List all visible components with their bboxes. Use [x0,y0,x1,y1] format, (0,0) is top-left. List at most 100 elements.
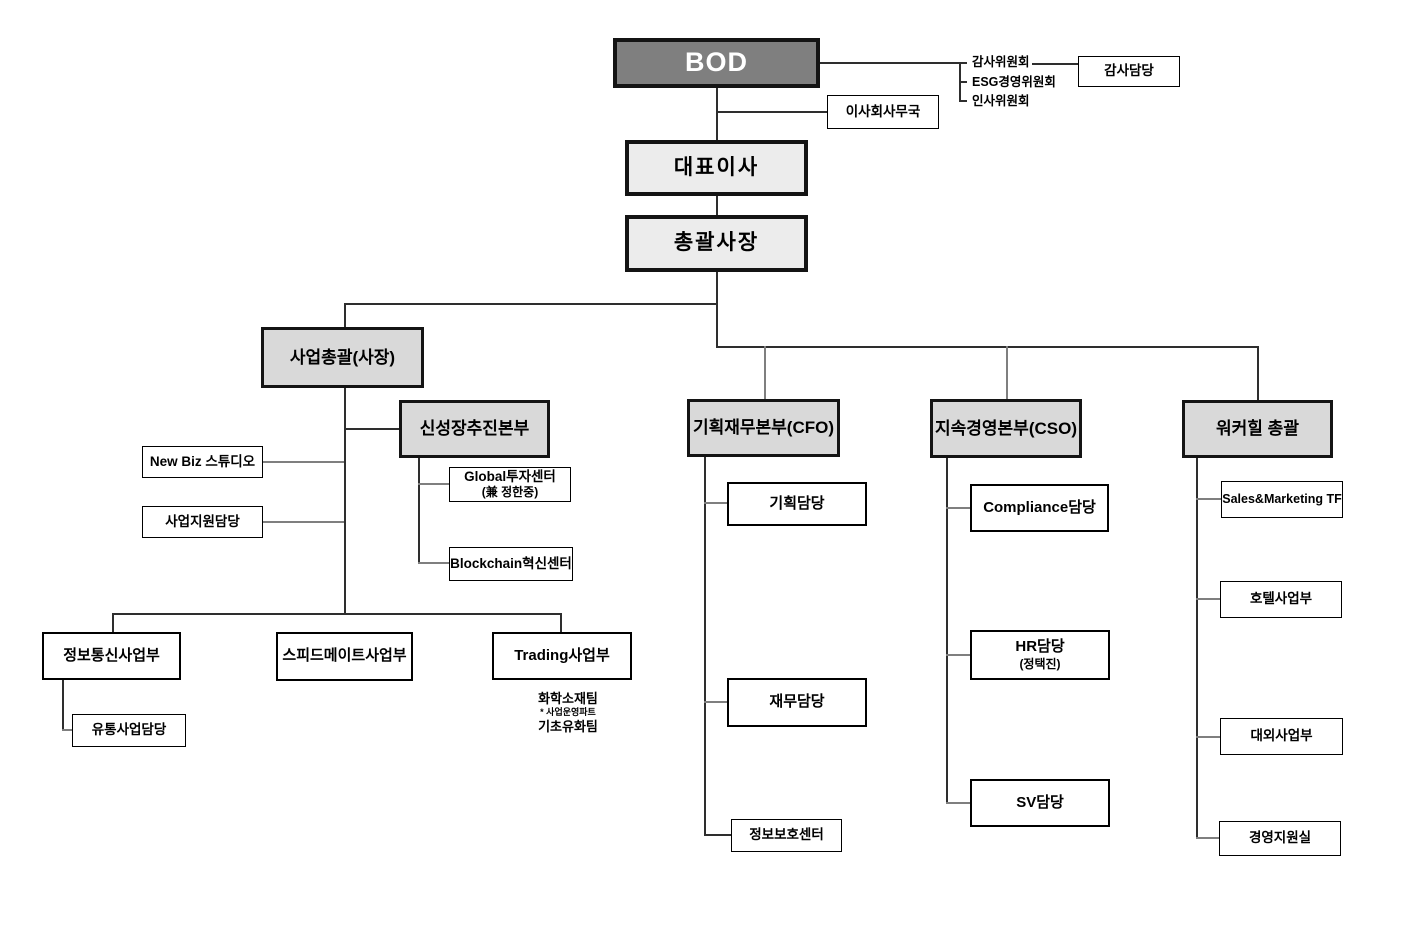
node-walkerhill: 워커힐 총괄 [1182,400,1333,458]
connector [418,458,420,564]
node-distribution: 유통사업담당 [72,714,186,747]
node-speedmate-label: 스피드메이트사업부 [282,647,407,665]
label-esg-committee: ESG경영위원회 [972,75,1056,89]
node-global-investment-sublabel: (兼 정한중) [481,485,539,500]
node-audit-staff: 감사담당 [1078,56,1180,87]
label-trading-team-chem: 화학소재팀 [538,691,598,706]
connector [112,613,114,632]
node-business-head: 사업총괄(사장) [261,327,424,388]
node-biz-support: 사업지원담당 [142,506,263,538]
node-audit-staff-label: 감사담당 [1104,63,1154,79]
node-hotel: 호텔사업부 [1220,581,1342,618]
connector [1006,346,1008,399]
node-sv: SV담당 [970,779,1110,827]
node-hr-label: HR담당 [1015,638,1065,656]
node-mgmt-support: 경영지원실 [1219,821,1341,856]
connector [704,834,731,836]
node-hotel-label: 호텔사업부 [1249,591,1313,607]
node-speedmate: 스피드메이트사업부 [276,632,413,681]
node-sv-label: SV담당 [1016,793,1064,811]
connector [716,196,718,215]
connector [418,483,449,485]
connector [62,729,72,731]
node-compliance: Compliance담당 [970,484,1109,532]
label-hr-committee: 인사위원회 [972,94,1030,108]
connector [344,388,346,614]
node-bod: BOD [613,38,820,88]
connector [764,346,766,399]
connector [716,346,1259,348]
connector [560,613,562,632]
connector [716,111,827,113]
connector [112,613,562,615]
node-distribution-label: 유통사업담당 [91,722,167,738]
connector [62,680,64,730]
connector [344,428,399,430]
connector [1032,63,1078,65]
connector [820,62,967,64]
connector [959,81,967,83]
connector [1196,598,1220,600]
connector [263,461,344,463]
node-mgmt-support-label: 경영지원실 [1248,830,1312,846]
label-trading-team-petro: 기초유화팀 [538,719,598,734]
node-hr-sublabel: (정택진) [1019,656,1061,671]
node-new-biz-studio-label: New Biz 스튜디오 [149,453,256,469]
node-ict-division-label: 정보통신사업부 [63,646,160,664]
node-biz-support-label: 사업지원담당 [165,513,240,529]
label-trading-note: * 사업운영파트 [540,707,596,717]
node-trading-label: Trading사업부 [514,646,610,664]
connector [1196,736,1220,738]
node-bod-label: BOD [685,47,748,78]
node-hr: HR담당 (정택진) [970,630,1110,680]
node-cso-hq-label: 지속경영본부(CSO) [934,418,1077,438]
node-cfo-hq: 기획재무본부(CFO) [687,399,840,457]
node-president-label: 총괄사장 [673,231,760,255]
connector [704,502,727,504]
node-external-biz: 대외사업부 [1220,718,1343,755]
connector [344,303,346,327]
node-blockchain-label: Blockchain혁신센터 [450,555,572,571]
connector [1196,498,1221,500]
node-trading: Trading사업부 [492,632,632,680]
node-finance: 재무담당 [727,678,867,727]
connector [418,562,449,564]
node-sales-marketing-tf: Sales&Marketing TF [1221,481,1343,518]
node-new-growth-hq: 신성장추진본부 [399,400,550,458]
node-infosec-label: 정보보호센터 [749,827,824,843]
label-audit-committee: 감사위원회 [972,55,1030,69]
connector [344,303,718,305]
connector [946,802,970,804]
node-cso-hq: 지속경영본부(CSO) [930,399,1082,458]
node-ceo-label: 대표이사 [673,155,760,179]
node-planning-label: 기획담당 [769,494,825,512]
node-new-growth-hq-label: 신성장추진본부 [419,419,530,439]
node-planning: 기획담당 [727,482,867,526]
node-external-biz-label: 대외사업부 [1250,728,1313,744]
connector [704,701,727,703]
node-ict-division: 정보통신사업부 [42,632,181,680]
node-board-office-label: 이사회사무국 [845,103,921,119]
connector [959,100,967,102]
connector [946,507,970,509]
node-global-investment: Global투자센터 (兼 정한중) [449,467,571,502]
connector [1196,458,1198,839]
node-infosec: 정보보호센터 [731,819,842,852]
node-board-office: 이사회사무국 [827,95,939,129]
node-global-investment-label: Global투자센터 [464,468,556,484]
connector [704,457,706,836]
connector [1257,346,1259,400]
node-finance-label: 재무담당 [769,693,825,711]
node-compliance-label: Compliance담당 [983,498,1096,516]
node-cfo-hq-label: 기획재무본부(CFO) [692,418,835,438]
connector [716,272,718,348]
node-walkerhill-label: 워커힐 총괄 [1216,419,1299,439]
node-sales-marketing-tf-label: Sales&Marketing TF [1222,491,1342,506]
node-president: 총괄사장 [625,215,808,272]
connector [263,521,344,523]
node-ceo: 대표이사 [625,140,808,196]
connector [716,88,718,141]
connector [946,458,948,803]
node-new-biz-studio: New Biz 스튜디오 [142,446,263,478]
